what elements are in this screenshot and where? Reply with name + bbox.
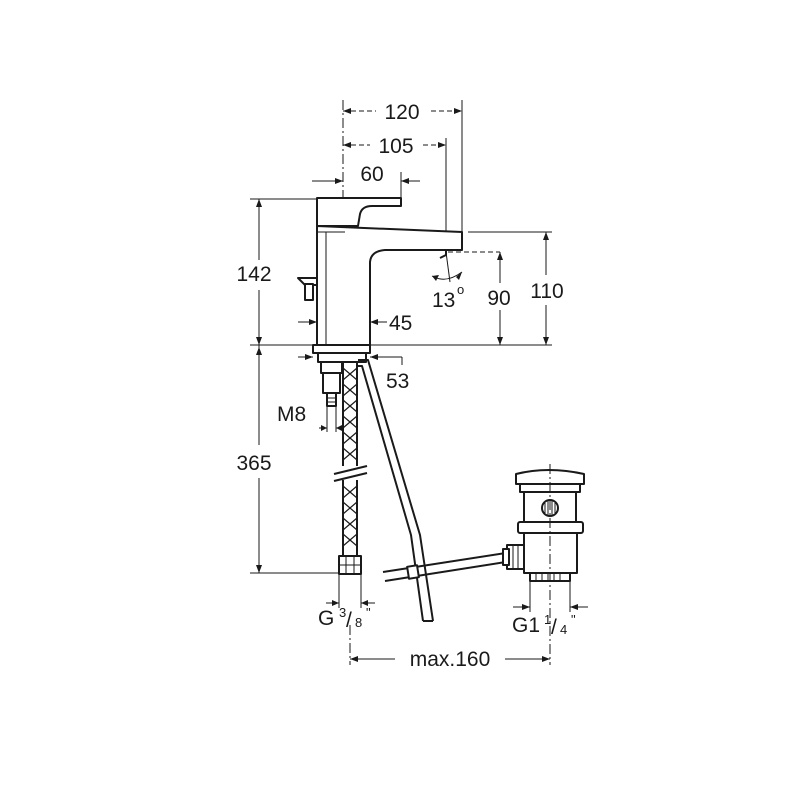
dim-width-spout: 105 <box>378 135 413 158</box>
dim-hose-thread-slash: / <box>346 609 352 632</box>
hose-braid <box>342 367 358 547</box>
dim-waste-thread-slash: / <box>551 616 557 639</box>
dim-hose-length: 365 <box>236 452 271 475</box>
dim-thread-rod: M8 <box>277 403 306 426</box>
dim-height-total: 142 <box>236 263 271 286</box>
base-flange <box>312 344 371 354</box>
waste-side-nut <box>502 548 510 566</box>
dim-angle: 13 <box>432 289 455 312</box>
flex-hose: G 3 / 8 " <box>318 361 375 632</box>
pivot-rod-top <box>382 551 513 573</box>
dim-hose-thread: G <box>318 607 334 630</box>
mount-nut-top <box>320 361 343 374</box>
top-dimensions: 120 105 60 <box>312 98 463 350</box>
dim-hose-thread-num: 3 <box>339 605 346 620</box>
hose-body <box>342 361 358 557</box>
aerator <box>439 250 447 259</box>
left-dimensions: 142 365 <box>236 198 338 574</box>
mount-nut <box>322 372 341 394</box>
dim-max-160: max.160 <box>349 625 550 671</box>
pivot-rod-bottom <box>384 560 513 582</box>
dim-spout-height-90: 90 <box>487 287 510 310</box>
dim-base-width: 53 <box>386 370 409 393</box>
dim-max-distance: max.160 <box>410 648 491 671</box>
faucet-body <box>297 197 463 363</box>
popup-linkage <box>358 359 513 622</box>
dim-width-handle: 60 <box>360 163 383 186</box>
dim-spout-height-110: 110 <box>530 280 563 303</box>
popup-rod-inner <box>358 365 424 622</box>
dim-hose-thread-den: 8 <box>355 615 362 630</box>
threaded-rod <box>326 392 337 407</box>
body-spout <box>316 225 463 346</box>
rod-clip <box>406 564 420 580</box>
popup-rod-top <box>304 283 314 301</box>
dim-body-width: 45 <box>389 312 412 335</box>
dim-53: 53 <box>298 354 409 393</box>
dim-width-total: 120 <box>384 101 419 124</box>
dim-waste-thread-num: 1 <box>544 612 551 627</box>
popup-rod-outer <box>358 359 434 622</box>
dim-waste-thread-den: 4 <box>560 622 567 637</box>
mounting-rod: M8 <box>277 361 343 432</box>
right-dimensions: 110 90 13 o <box>370 231 564 346</box>
handle-lever <box>316 197 402 227</box>
dim-angle-unit: o <box>457 282 464 297</box>
dim-waste-thread: G1 <box>512 614 540 637</box>
dim-45: 45 <box>298 312 412 335</box>
waste-valve: G1 1 / 4 " <box>502 464 588 665</box>
dim-waste-thread-suffix: " <box>571 612 576 627</box>
dim-hose-thread-suffix: " <box>366 605 371 620</box>
